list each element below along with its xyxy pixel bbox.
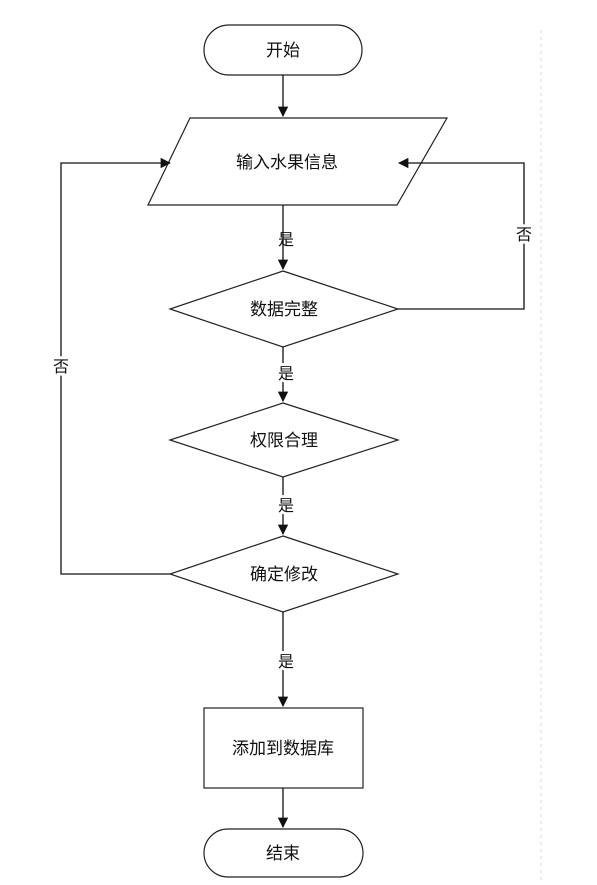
confirm-label: 确定修改 <box>250 565 318 585</box>
edge-label-no-right: 否 <box>516 225 532 244</box>
check-complete-node: 数据完整 <box>168 270 400 348</box>
end-label: 结束 <box>266 844 300 864</box>
edge-label-yes-4: 是 <box>278 652 294 671</box>
edge-label-no-left: 否 <box>53 357 69 376</box>
edge-confirm-no-loop <box>60 157 172 575</box>
start-node: 开始 <box>203 24 363 76</box>
input-node: 输入水果信息 <box>147 117 449 206</box>
end-node: 结束 <box>203 828 364 878</box>
edge-label-yes-1: 是 <box>278 230 294 249</box>
save-label: 添加到数据库 <box>232 739 334 759</box>
edge-complete-no-loop <box>397 157 525 310</box>
edge-label-yes-2: 是 <box>278 364 294 383</box>
save-node: 添加到数据库 <box>203 707 364 789</box>
edge-label-yes-3: 是 <box>278 496 294 515</box>
confirm-node: 确定修改 <box>168 535 400 613</box>
check-permission-label: 权限合理 <box>250 431 318 451</box>
input-label: 输入水果信息 <box>236 153 338 173</box>
start-label: 开始 <box>266 41 300 61</box>
check-complete-label: 数据完整 <box>250 300 318 320</box>
check-permission-node: 权限合理 <box>168 402 400 478</box>
